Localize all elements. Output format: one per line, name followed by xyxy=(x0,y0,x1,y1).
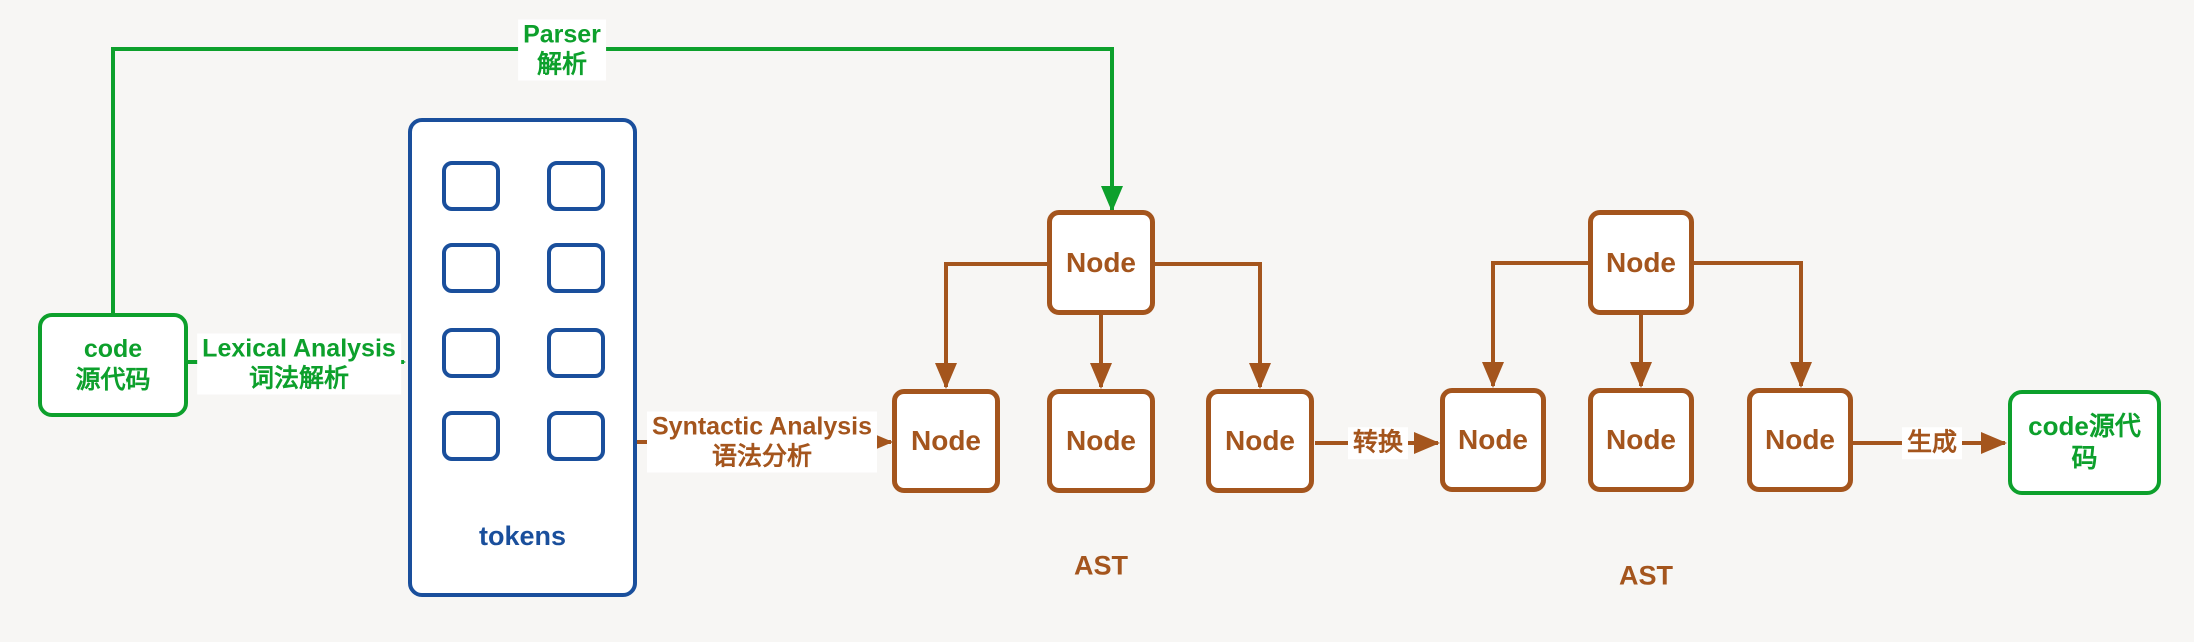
node-label: Node xyxy=(1606,424,1676,455)
token-square xyxy=(442,161,500,211)
transform-edge-label: 转换 xyxy=(1347,427,1409,459)
output-code-box-label: code源代码 xyxy=(2028,411,2141,473)
ast2-child-node-3: Node xyxy=(1747,388,1853,492)
generate-edge-label: 生成 xyxy=(1901,427,1963,459)
output-code-box: code源代码 xyxy=(2008,390,2161,495)
node-label: Node xyxy=(1066,246,1136,278)
ast2-root-node: Node xyxy=(1588,210,1694,315)
parser-edge xyxy=(111,47,1123,313)
ast1-edge-left xyxy=(935,262,1047,389)
node-label: Node xyxy=(911,425,981,456)
tokens-box-label: tokens xyxy=(478,521,567,551)
token-square xyxy=(442,328,500,378)
ast1-child-node-1: Node xyxy=(892,389,1000,493)
ast1-child-node-3: Node xyxy=(1206,389,1314,493)
source-code-box-label: code 源代码 xyxy=(75,334,151,394)
ast2-edge-right xyxy=(1694,261,1812,388)
node-label: Node xyxy=(1458,424,1528,455)
token-square xyxy=(547,161,605,211)
node-label: Node xyxy=(1606,246,1676,278)
node-label: Node xyxy=(1066,425,1136,456)
ast1-label: AST xyxy=(1074,550,1128,581)
lexical-analysis-label: Lexical Analysis 词法解析 xyxy=(197,333,401,395)
ast2-edge-left xyxy=(1482,261,1588,388)
ast1-edge-right xyxy=(1155,262,1271,389)
token-square xyxy=(442,243,500,293)
parser-edge-label: Parser 解析 xyxy=(518,19,606,81)
ast2-label: AST xyxy=(1619,560,1673,591)
syntactic-analysis-label: Syntactic Analysis 语法分析 xyxy=(646,411,878,473)
ast2-child-node-1: Node xyxy=(1440,388,1546,492)
source-code-box: code 源代码 xyxy=(38,313,188,417)
node-label: Node xyxy=(1225,425,1295,456)
token-square xyxy=(547,411,605,461)
token-square xyxy=(442,411,500,461)
ast2-child-node-2: Node xyxy=(1588,388,1694,492)
node-label: Node xyxy=(1765,424,1835,455)
ast1-child-node-2: Node xyxy=(1047,389,1155,493)
ast1-root-node: Node xyxy=(1047,210,1155,315)
token-square xyxy=(547,243,605,293)
token-square xyxy=(547,328,605,378)
